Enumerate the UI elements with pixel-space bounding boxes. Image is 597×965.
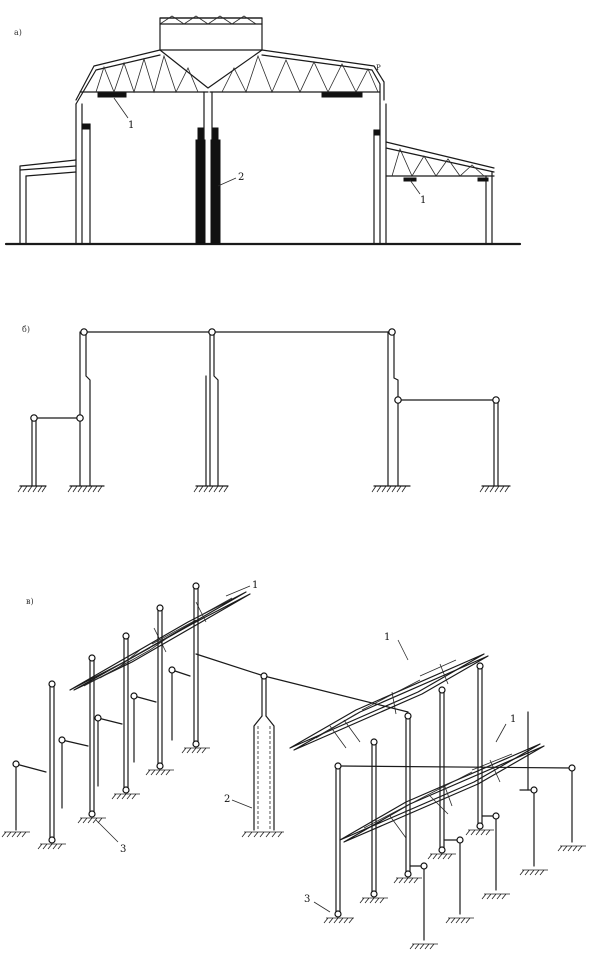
panel-a-section: а) P bbox=[4, 15, 522, 246]
left-supports bbox=[1, 747, 210, 850]
callout-1-c-right-lower: 1 bbox=[510, 714, 516, 725]
panel-b-scheme: б) bbox=[17, 325, 511, 493]
callout-3-c-right: 3 bbox=[304, 894, 310, 905]
panel-c-label: в) bbox=[26, 597, 34, 606]
crane-beam-left bbox=[97, 92, 127, 98]
callout-2-c: 2 bbox=[224, 794, 230, 805]
right-supports bbox=[323, 829, 586, 950]
callout-1-c-top: 1 bbox=[252, 580, 258, 591]
callout-1-left: 1 bbox=[128, 120, 134, 131]
panel-c-callouts: 1 1 1 3 3 bbox=[95, 580, 516, 913]
roof-lantern bbox=[159, 15, 263, 89]
callout-2: 2 bbox=[238, 172, 244, 183]
main-roof-truss-right: P bbox=[209, 49, 385, 105]
scheme-supports bbox=[17, 485, 511, 493]
central-column bbox=[195, 91, 221, 245]
right-annex-truss bbox=[385, 141, 495, 245]
callout-3-c-left: 3 bbox=[120, 844, 126, 855]
panel-a-label: а) bbox=[14, 28, 22, 37]
right-upper-truss bbox=[289, 653, 489, 751]
svg-text:P: P bbox=[376, 64, 381, 72]
panel-a-callouts: 1 2 1 bbox=[113, 97, 426, 206]
middle-frame: 2 bbox=[195, 653, 409, 838]
scheme-columns bbox=[31, 331, 499, 487]
right-columns bbox=[335, 665, 573, 941]
left-hinges bbox=[12, 582, 200, 844]
callout-1-c-right-upper: 1 bbox=[384, 632, 390, 643]
left-columns bbox=[15, 585, 199, 841]
main-roof-truss-left bbox=[75, 49, 209, 105]
crane-beam-right bbox=[321, 92, 363, 98]
panel-b-label: б) bbox=[22, 325, 30, 334]
right-hinges bbox=[334, 662, 576, 918]
right-lower-truss bbox=[339, 743, 545, 843]
left-annex bbox=[19, 159, 77, 245]
panel-c-axonometric: в) bbox=[1, 580, 586, 950]
main-columns bbox=[75, 103, 387, 245]
callout-1-right: 1 bbox=[420, 195, 426, 206]
